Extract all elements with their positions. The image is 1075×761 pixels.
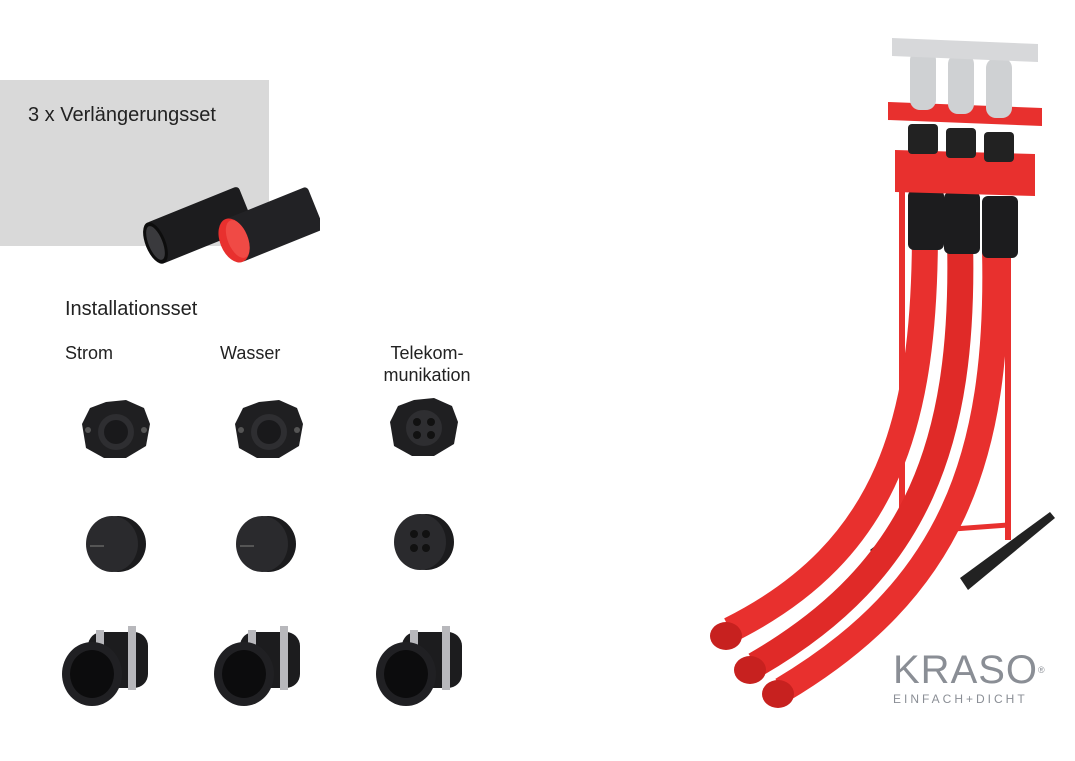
strom-coupling [62, 626, 148, 706]
pipe-middle [748, 239, 974, 677]
pipe-right [775, 249, 1009, 702]
black-tube [143, 187, 254, 264]
strom-end-cap [86, 516, 146, 572]
kraso-logo: KRASO® EINFACH+DICHT [893, 650, 1046, 706]
column-label-strom: Strom [65, 343, 114, 363]
house-entry-installation-image [710, 38, 1055, 708]
wasser-coupling [214, 626, 300, 706]
wasser-end-cap [236, 516, 296, 572]
telekom-end-cap [394, 514, 454, 570]
telekom-coupling [376, 626, 462, 706]
logo-tagline: EINFACH+DICHT [893, 692, 1028, 706]
pipe-left [724, 229, 938, 642]
wasser-flange-seal [235, 400, 303, 458]
column-label-telekommunikation: Telekom- munikation [383, 343, 471, 385]
capped-tube [218, 187, 320, 263]
column-label-wasser: Wasser [220, 343, 281, 363]
telekom-flange-seal [390, 398, 458, 456]
extension-set-title: 3 x Verlängerungsset [28, 104, 216, 126]
logo-word: KRASO® [893, 648, 1046, 692]
installation-set-title: Installationsset [65, 298, 198, 320]
strom-flange-seal [82, 400, 150, 458]
extension-tubes-image [143, 187, 320, 264]
